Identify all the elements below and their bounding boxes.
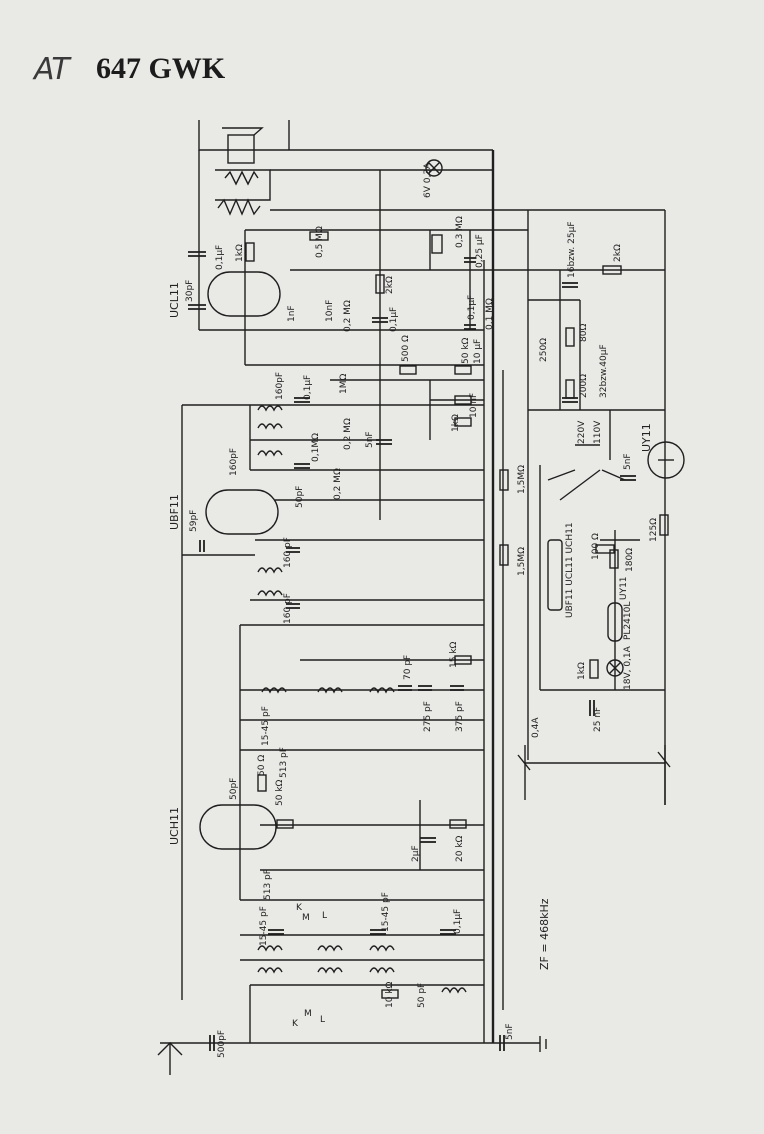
label-switch-m1: M xyxy=(302,913,310,923)
label-v110: 110V xyxy=(593,420,603,444)
label-c01uF-3: 0,1µF xyxy=(303,375,313,400)
tube-uy11-body xyxy=(647,441,685,479)
label-r15M-b: 1,5MΩ xyxy=(517,547,527,576)
label-c01uF-mid: 0,1µF xyxy=(389,307,399,332)
label-c32-40uF: 32bzw.40µF xyxy=(599,344,609,398)
label-c500pF: 500pF xyxy=(217,1030,227,1058)
label-c275pF: 275 pF xyxy=(423,701,433,732)
label-c30pF: 30pF xyxy=(185,280,195,302)
label-r02M-c: 0,2 MΩ xyxy=(333,468,343,500)
label-r1k-c: 1kΩ xyxy=(577,662,587,680)
label-r250: 250Ω xyxy=(539,338,549,362)
tube-label-uy11: UY11 xyxy=(640,423,653,452)
label-c10uF: 10 µF xyxy=(473,339,483,364)
label-r100: 100 Ω xyxy=(591,533,601,560)
label-c59pF: 59pF xyxy=(189,510,199,532)
label-c513pF-b: 513 pF xyxy=(263,869,273,900)
label-switch-l1: L xyxy=(322,911,327,921)
tube-uch11-body xyxy=(199,804,277,850)
label-c5nF-a: 5nF xyxy=(365,431,375,448)
label-r2k-mid: 2kΩ xyxy=(385,276,395,294)
label-switch-l2: L xyxy=(320,1015,325,1025)
label-c513pF-a: 513 pF xyxy=(279,747,289,778)
label-c10nF-b: 10 nF xyxy=(469,393,479,418)
label-c25nF: 25 nF xyxy=(593,707,603,732)
label-c10nF: 10nF xyxy=(325,300,335,322)
label-r15k: 15 kΩ xyxy=(449,641,459,668)
tube-label-ubf11: UBF11 xyxy=(168,494,181,530)
tube-labels: UCL11 UBF11 UCH11 UY11 xyxy=(168,282,653,845)
handwritten-mark: AT xyxy=(34,52,70,87)
label-heater-chain: UBF11 UCL11 UCH11 xyxy=(565,522,575,618)
label-r02M-b: 0,2 MΩ xyxy=(343,418,353,450)
tube-label-ucl11: UCL11 xyxy=(168,282,181,318)
label-c1nF: 1nF xyxy=(287,305,297,322)
page-title: 647 GWK xyxy=(96,52,226,85)
label-c160pF-d: 160 pF xyxy=(283,593,293,624)
label-r180: 180Ω xyxy=(625,548,635,572)
label-r02M: 0,2 MΩ xyxy=(343,300,353,332)
label-switch-m2: M xyxy=(304,1009,312,1019)
label-c025uF: 0,25 µF xyxy=(475,234,485,268)
label-c15-45-a: 15-45 pF xyxy=(261,706,271,746)
label-c01uF-top: 0,1µF xyxy=(215,245,225,270)
label-r1k-top: 1kΩ xyxy=(235,244,245,262)
label-r01M: 0,1 MΩ xyxy=(485,298,495,330)
label-r500: 500 Ω xyxy=(401,335,411,362)
label-r20k: 20 kΩ xyxy=(455,835,465,862)
label-r50k: 50 kΩ xyxy=(461,337,471,364)
label-c15-45-b: 15-45 pF xyxy=(259,906,269,946)
label-r50k-b: 50 kΩ xyxy=(275,779,285,806)
label-r1k-b: 1kΩ xyxy=(451,414,461,432)
label-pl2410l: PL2410L xyxy=(623,602,633,640)
label-r200: 200Ω xyxy=(579,374,589,398)
label-c01uF-4: 0,1µF xyxy=(453,909,463,934)
label-switch-k2: K xyxy=(292,1019,299,1029)
label-c375pF: 375 pF xyxy=(455,701,465,732)
label-r15M-a: 1,5MΩ xyxy=(517,465,527,494)
tube-ubf11-body xyxy=(205,489,279,535)
label-r04A: 0,4A xyxy=(531,717,541,738)
label-v220: 220V xyxy=(577,420,587,444)
label-c15-45-c: 15-45 pF xyxy=(381,892,391,932)
label-r50: 50 Ω xyxy=(257,755,267,776)
label-c160pF-a: 160pF xyxy=(275,372,285,400)
label-r01M-b: 0,1MΩ xyxy=(311,433,321,462)
label-c50pF-a: 50pF xyxy=(295,486,305,508)
label-uy11: UY11 xyxy=(619,576,629,600)
label-c2uF: 2µF xyxy=(411,845,421,862)
label-lamp2: 18V, 0,1A xyxy=(623,645,633,690)
tube-ucl11-body xyxy=(207,271,281,317)
label-c50pF-c: 50 pF xyxy=(417,983,427,1008)
label-c70pF: 70 pF xyxy=(403,655,413,680)
label-switch-k1: K xyxy=(296,903,303,913)
label-c160pF-c: 160 pF xyxy=(283,537,293,568)
label-lamp: 6V 0,3A xyxy=(423,162,433,198)
label-r125: 125Ω xyxy=(649,518,659,542)
component-labels: 6V 0,3A 0,1µF 1kΩ 0,5 MΩ 0,3 MΩ 0,25 µF … xyxy=(185,162,659,1058)
label-r80: 80Ω xyxy=(579,324,589,342)
label-r2k-right: 2kΩ xyxy=(613,244,623,262)
label-r03M: 0,3 MΩ xyxy=(455,216,465,248)
label-c50pF-b: 50pF xyxy=(229,778,239,800)
label-c01uF-2: 0,1µF xyxy=(467,295,477,320)
label-r05M: 0,5 MΩ xyxy=(315,226,325,258)
label-c5nF-c: 5nF xyxy=(505,1023,515,1040)
label-c160pF-b: 160pF xyxy=(229,448,239,476)
label-r10k: 10 kΩ xyxy=(385,981,395,1008)
tube-label-uch11: UCH11 xyxy=(168,807,181,845)
label-pot1M: 1MΩ xyxy=(339,374,349,394)
label-zf: ZF = 468kHz xyxy=(538,898,551,970)
label-c16-25uF: 16bzw. 25µF xyxy=(567,221,577,278)
label-c5nF-b: 5nF xyxy=(623,453,633,470)
